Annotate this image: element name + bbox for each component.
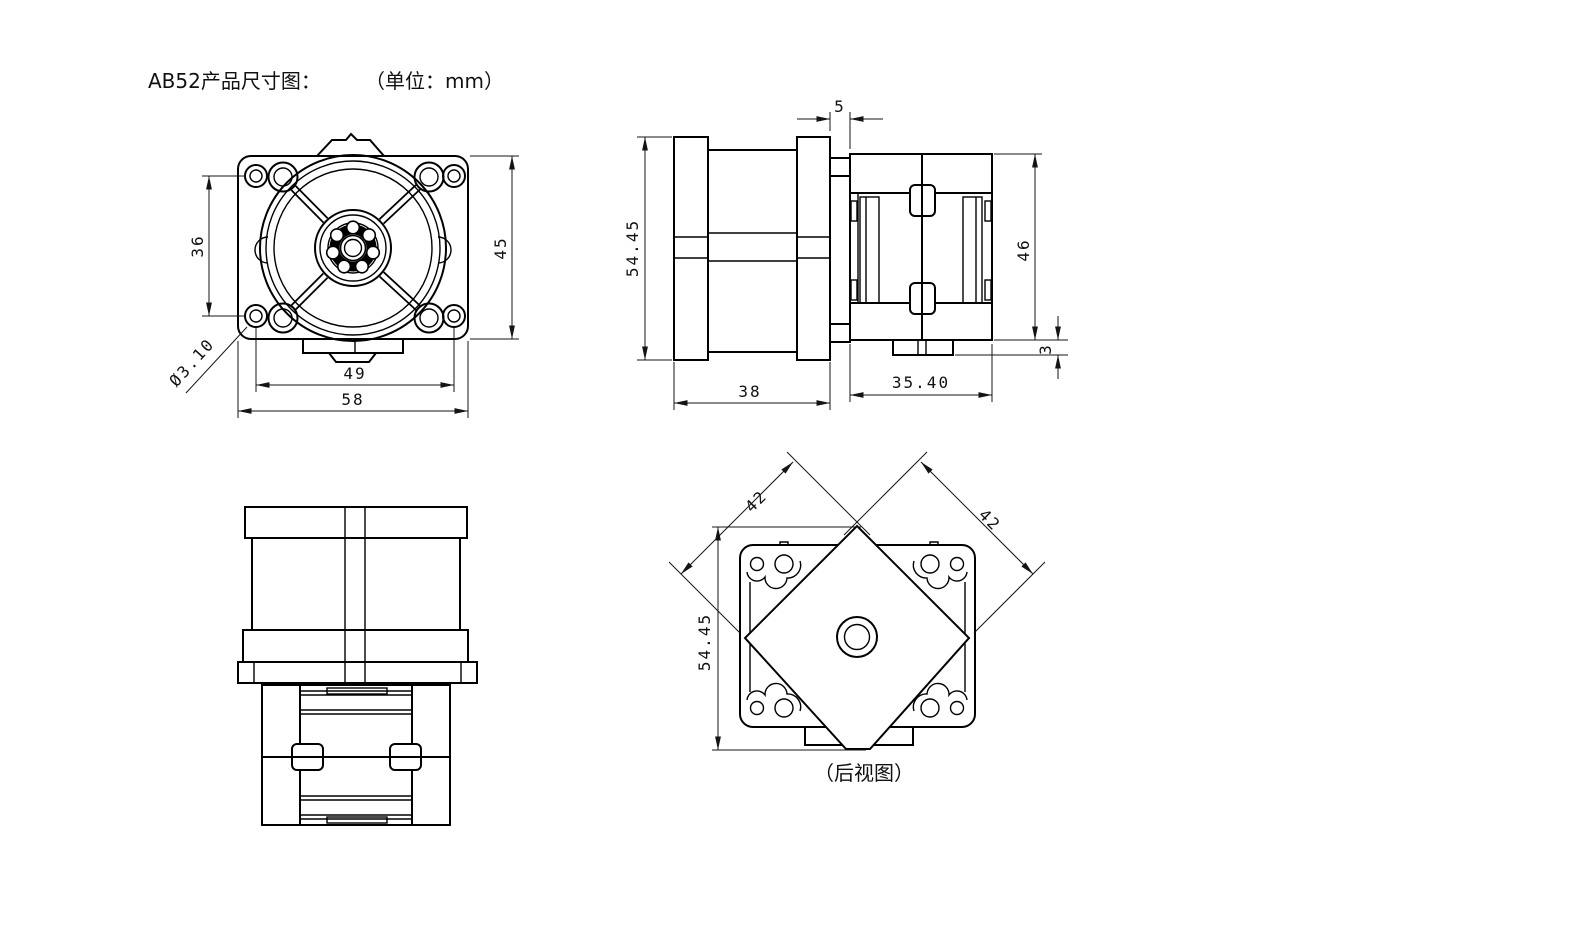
dim-pump-depth: 38 xyxy=(673,362,831,410)
svg-text:5: 5 xyxy=(834,97,846,116)
screw-bosses xyxy=(267,161,445,334)
svg-text:36: 36 xyxy=(188,234,207,257)
motor-top xyxy=(261,684,451,826)
cross-braces xyxy=(290,184,421,311)
terminal-block-top xyxy=(326,687,388,695)
step-boss-bottom xyxy=(829,323,851,343)
pump-center-seams xyxy=(344,507,366,683)
dim-motor-depth: 35.40 xyxy=(849,344,993,402)
svg-text:3: 3 xyxy=(1036,343,1055,355)
motor-diamond xyxy=(743,524,971,750)
page-title: AB52产品尺寸图： xyxy=(148,69,321,93)
dim-flange-gap: 5 xyxy=(797,97,883,149)
bearing-balls xyxy=(325,220,381,274)
right-ear-bump xyxy=(437,236,452,264)
svg-text:49: 49 xyxy=(343,364,366,383)
pump-top-flange xyxy=(244,506,468,539)
svg-text:38: 38 xyxy=(738,382,761,401)
pump-front-flange xyxy=(673,136,709,361)
pump-top-body xyxy=(251,537,461,631)
bearing-hub xyxy=(314,209,392,287)
side-view: 5 54.45 46 3 38 xyxy=(623,97,1068,410)
pump-top-tab xyxy=(314,132,387,157)
pump-rear-flange xyxy=(796,136,831,361)
svg-text:35.40: 35.40 xyxy=(892,373,950,392)
svg-text:58: 58 xyxy=(341,390,364,409)
svg-text:42: 42 xyxy=(975,505,1005,535)
svg-text:42: 42 xyxy=(741,486,771,516)
leader-hole-diameter: Ø3.10 xyxy=(165,326,248,394)
dim-pump-height: 54.45 xyxy=(623,136,672,361)
pump-body-lines xyxy=(674,149,830,353)
rear-view: 54.45 42 42 （后视图） xyxy=(668,451,1046,785)
terminal-block-bottom xyxy=(326,816,388,824)
shaft-bore xyxy=(343,238,363,258)
base-plate xyxy=(237,661,478,684)
front-view: 36 45 49 58 Ø3.10 xyxy=(165,132,519,418)
step-boss-top xyxy=(829,157,851,177)
top-view xyxy=(237,506,478,826)
dim-terminal-height: 3 xyxy=(955,316,1068,379)
dim-hole-pitch-h: 49 xyxy=(255,328,455,392)
lamination-ribs xyxy=(300,690,412,820)
dim-hole-pitch-v: 36 xyxy=(188,175,244,317)
corner-mounting-holes xyxy=(244,164,466,328)
dim-plate-height: 45 xyxy=(470,155,519,340)
svg-text:54.45: 54.45 xyxy=(623,219,642,277)
terminal-block xyxy=(892,339,954,356)
left-ear-bump xyxy=(254,236,269,264)
rear-view-caption: （后视图） xyxy=(814,761,914,785)
unit-label: （单位：mm） xyxy=(365,69,504,93)
diaphragm-housing-circles xyxy=(259,154,447,342)
shaft-boss xyxy=(836,616,878,658)
svg-text:54.45: 54.45 xyxy=(695,613,714,671)
pump-mid-flange xyxy=(242,629,469,663)
svg-text:Ø3.10: Ø3.10 xyxy=(165,334,218,390)
dim-plate-width: 58 xyxy=(237,341,469,418)
dim-motor-height: 46 xyxy=(994,153,1068,341)
pocket-scallops xyxy=(746,560,968,712)
pump-bottom-connector xyxy=(302,338,404,363)
svg-text:46: 46 xyxy=(1014,238,1033,261)
svg-text:45: 45 xyxy=(491,236,510,259)
